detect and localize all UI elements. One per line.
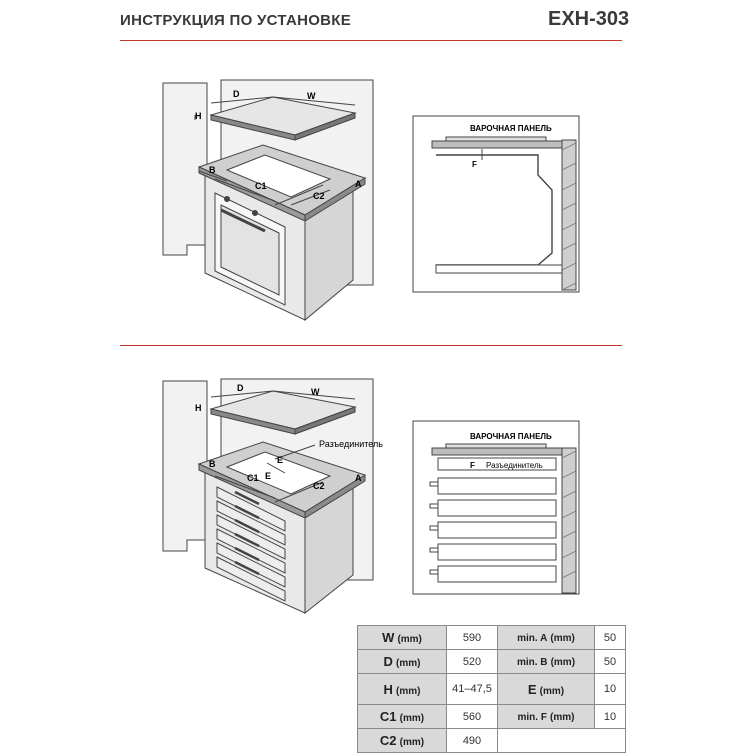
table-row: H (mm) 41–47,5 E (mm) 10 bbox=[357, 673, 626, 705]
section-label: ВАРОЧНАЯ ПАНЕЛЬ bbox=[470, 124, 552, 133]
separator-label-section: Разъединитель bbox=[486, 461, 543, 470]
dim-b-label: B bbox=[209, 165, 216, 175]
dim-f-label: F bbox=[472, 160, 477, 169]
dim-c1-label: C1 bbox=[255, 181, 267, 191]
dim-c2-label: C2 bbox=[313, 481, 325, 491]
spec-table: W (mm) 590 min. A (mm) 50 D (mm) 520 min… bbox=[357, 625, 626, 753]
table-row: D (mm) 520 min. B (mm) 50 bbox=[357, 649, 626, 674]
model-number: EXH-303 bbox=[548, 8, 630, 30]
drawer-cabinet-drawing: D W H B A C1 C2 E E Разъединитель bbox=[162, 378, 383, 615]
dim-h-label: H bbox=[195, 403, 202, 413]
dim-d-label: D bbox=[237, 383, 244, 393]
separator-label: Разъединитель bbox=[319, 439, 383, 449]
dim-e-label-2: E bbox=[265, 471, 271, 481]
section-divider bbox=[120, 345, 622, 346]
dim-e-label: E bbox=[277, 455, 283, 465]
dim-d-label: D bbox=[233, 89, 240, 99]
dim-w-label: W bbox=[307, 91, 316, 101]
table-row: C1 (mm) 560 min. F (mm) 10 bbox=[357, 704, 626, 729]
dim-c1-label: C1 bbox=[247, 473, 259, 483]
dim-c2-label: C2 bbox=[313, 191, 325, 201]
table-row: W (mm) 590 min. A (mm) 50 bbox=[357, 625, 626, 650]
dim-h-label: H bbox=[195, 111, 202, 121]
page-title: ИНСТРУКЦИЯ ПО УСТАНОВКЕ bbox=[120, 12, 352, 29]
oven-cabinet-drawing: D W H B A C1 C2 bbox=[162, 79, 374, 322]
dim-b-label: B bbox=[209, 459, 216, 469]
section-label: ВАРОЧНАЯ ПАНЕЛЬ bbox=[470, 432, 552, 441]
drawer-section-drawing: ВАРОЧНАЯ ПАНЕЛЬ F Разъединитель bbox=[412, 420, 580, 595]
oven-section-drawing: ВАРОЧНАЯ ПАНЕЛЬ F bbox=[412, 115, 580, 293]
dim-w-label: W bbox=[311, 387, 320, 397]
dim-f-label: F bbox=[470, 461, 475, 470]
header-rule bbox=[120, 40, 622, 41]
table-row: C2 (mm) 490 bbox=[357, 728, 626, 753]
dim-a-label: A bbox=[355, 179, 362, 189]
dim-a-label: A bbox=[355, 473, 362, 483]
